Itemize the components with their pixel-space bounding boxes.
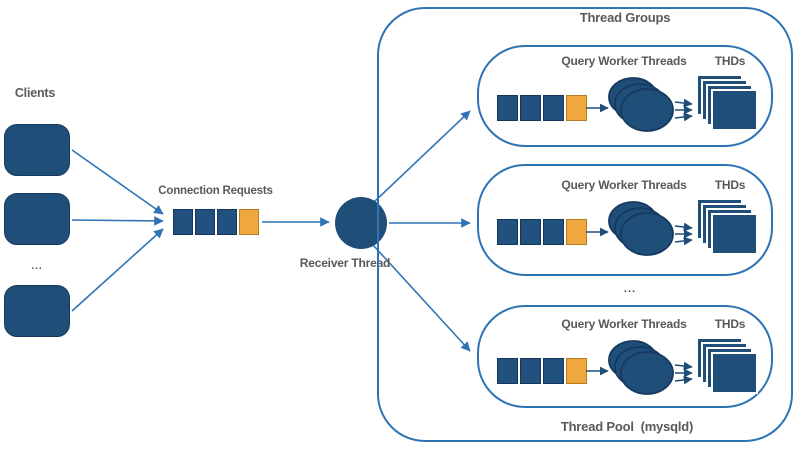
workers-to-thds-arrows: [674, 98, 693, 122]
queue-cell: [217, 209, 237, 235]
thd-stack-icon: [696, 337, 758, 394]
group-artwork: [586, 337, 758, 395]
queue-cell: [520, 219, 541, 245]
queue-cell: [497, 358, 518, 384]
queue-cell: [520, 358, 541, 384]
thread-group-2: Query Worker Threads THDs: [477, 164, 773, 276]
thread-groups-label: Thread Groups: [579, 10, 671, 25]
worker-ellipses-icon: [608, 77, 674, 132]
client3-arrow: [71, 228, 164, 312]
receiver-thread-label: Receiver Thread: [299, 256, 391, 270]
queue-cell: [497, 219, 518, 245]
group-queue: [497, 219, 587, 245]
clients-ellipsis: ...: [31, 261, 43, 272]
thread-pool-label: Thread Pool (mysqld): [560, 419, 694, 434]
worker-ellipses-icon: [608, 340, 674, 395]
thd-stack-icon: [696, 74, 758, 131]
thread-pool-container: [377, 7, 793, 442]
group-queue: [497, 95, 587, 121]
thread-group-3: Query Worker Threads THDs: [477, 305, 773, 408]
clients-label: Clients: [14, 86, 56, 100]
queue-cell: [543, 219, 564, 245]
queue-cell: [497, 95, 518, 121]
client-node-1: [4, 124, 70, 176]
thread-group-1: Query Worker Threads THDs: [477, 45, 773, 147]
queue-cell: [173, 209, 193, 235]
group-artwork: [586, 198, 758, 256]
queue-cell-highlighted: [239, 209, 259, 235]
client1-arrow: [71, 149, 164, 215]
workers-to-thds-arrows: [674, 361, 693, 385]
thds-label: THDs: [714, 178, 746, 192]
thds-label: THDs: [714, 54, 746, 68]
queue-cell: [520, 95, 541, 121]
workers-to-thds-arrows: [674, 222, 693, 246]
worker-ellipses-icon: [608, 201, 674, 256]
queue-cell: [543, 358, 564, 384]
client-node-3: [4, 285, 70, 337]
queue-cell: [195, 209, 215, 235]
thread-groups-ellipsis: ...: [623, 283, 637, 295]
client2-arrow: [71, 216, 164, 226]
group-queue: [497, 358, 587, 384]
queue-cell: [543, 95, 564, 121]
client-node-2: [4, 193, 70, 245]
worker-threads-label: Query Worker Threads: [561, 178, 687, 192]
connection-requests-label: Connection Requests: [158, 185, 273, 197]
connection-requests-queue: [173, 209, 259, 235]
thd-stack-icon: [696, 198, 758, 255]
group-artwork: [586, 74, 758, 132]
worker-threads-label: Query Worker Threads: [561, 54, 687, 68]
worker-threads-label: Query Worker Threads: [561, 317, 687, 331]
thds-label: THDs: [714, 317, 746, 331]
